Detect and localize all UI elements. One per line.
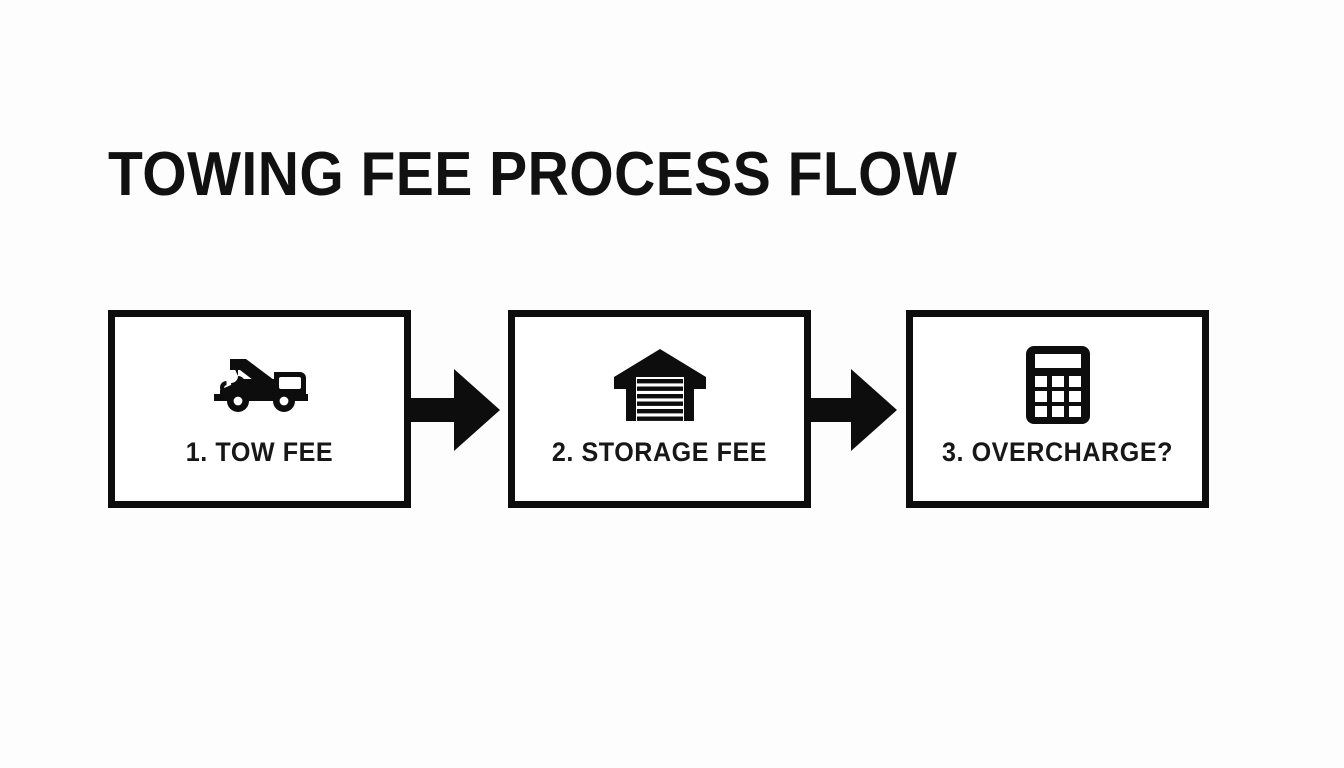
step-box-overcharge[interactable]: 3. OVERCHARGE?: [906, 310, 1209, 508]
tow-truck-icon: [208, 347, 312, 423]
garage-warehouse-icon: [613, 347, 706, 423]
step-label-storage-fee: 2. STORAGE FEE: [551, 437, 768, 467]
step-box-storage-fee[interactable]: 2. STORAGE FEE: [508, 310, 811, 508]
process-flow-row: 1. TOW FEE: [108, 310, 1212, 508]
calculator-icon: [1025, 346, 1090, 424]
page-title: TOWING FEE PROCESS FLOW: [108, 140, 958, 209]
step-label-tow-fee: 1. TOW FEE: [185, 437, 334, 467]
step-box-tow-fee[interactable]: 1. TOW FEE: [108, 310, 411, 508]
arrow-right-icon: [408, 365, 500, 455]
step-label-overcharge: 3. OVERCHARGE?: [941, 437, 1174, 467]
arrow-right-icon: [805, 365, 897, 455]
